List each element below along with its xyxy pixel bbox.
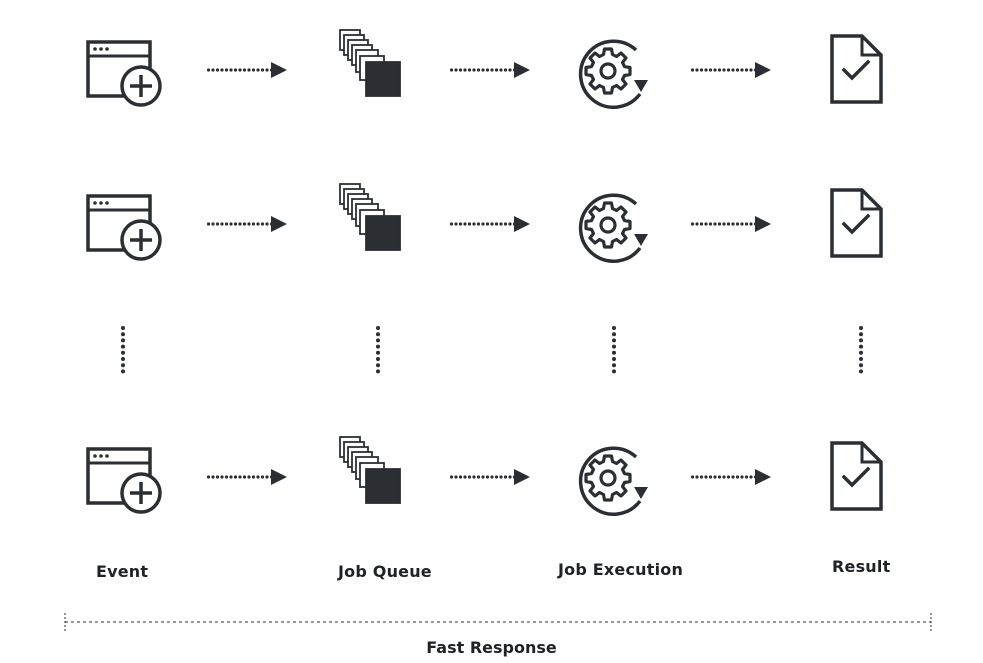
event-browser-add-icon — [80, 184, 180, 284]
event-browser-add-icon — [80, 437, 180, 537]
job-queue-stack-icon — [336, 182, 436, 282]
arrow-right-icon — [691, 467, 771, 487]
arrow-right-icon — [207, 214, 287, 234]
result-document-check-icon — [824, 32, 924, 132]
arrow-right-icon — [691, 60, 771, 80]
job-queue-stack-icon — [336, 28, 436, 128]
arrow-right-icon — [450, 60, 530, 80]
arrow-right-icon — [450, 214, 530, 234]
vertical-ellipsis-icon — [855, 326, 867, 376]
vertical-ellipsis-icon — [608, 326, 620, 376]
vertical-ellipsis-icon — [372, 326, 384, 376]
arrow-right-icon — [450, 467, 530, 487]
vertical-ellipsis-icon — [117, 326, 129, 376]
arrow-right-icon — [691, 214, 771, 234]
job-execution-gear-icon — [572, 441, 672, 541]
label-job-queue: Job Queue — [338, 562, 432, 581]
span-bracket — [64, 612, 932, 634]
label-event: Event — [96, 562, 149, 581]
arrow-right-icon — [207, 467, 287, 487]
footer-fast-response: Fast Response — [426, 638, 557, 657]
job-queue-stack-icon — [336, 435, 436, 535]
result-document-check-icon — [824, 439, 924, 539]
label-result: Result — [832, 557, 891, 576]
label-job-execution: Job Execution — [558, 560, 684, 579]
event-browser-add-icon — [80, 30, 180, 130]
arrow-right-icon — [207, 60, 287, 80]
job-execution-gear-icon — [572, 34, 672, 134]
job-execution-gear-icon — [572, 188, 672, 288]
result-document-check-icon — [824, 186, 924, 286]
